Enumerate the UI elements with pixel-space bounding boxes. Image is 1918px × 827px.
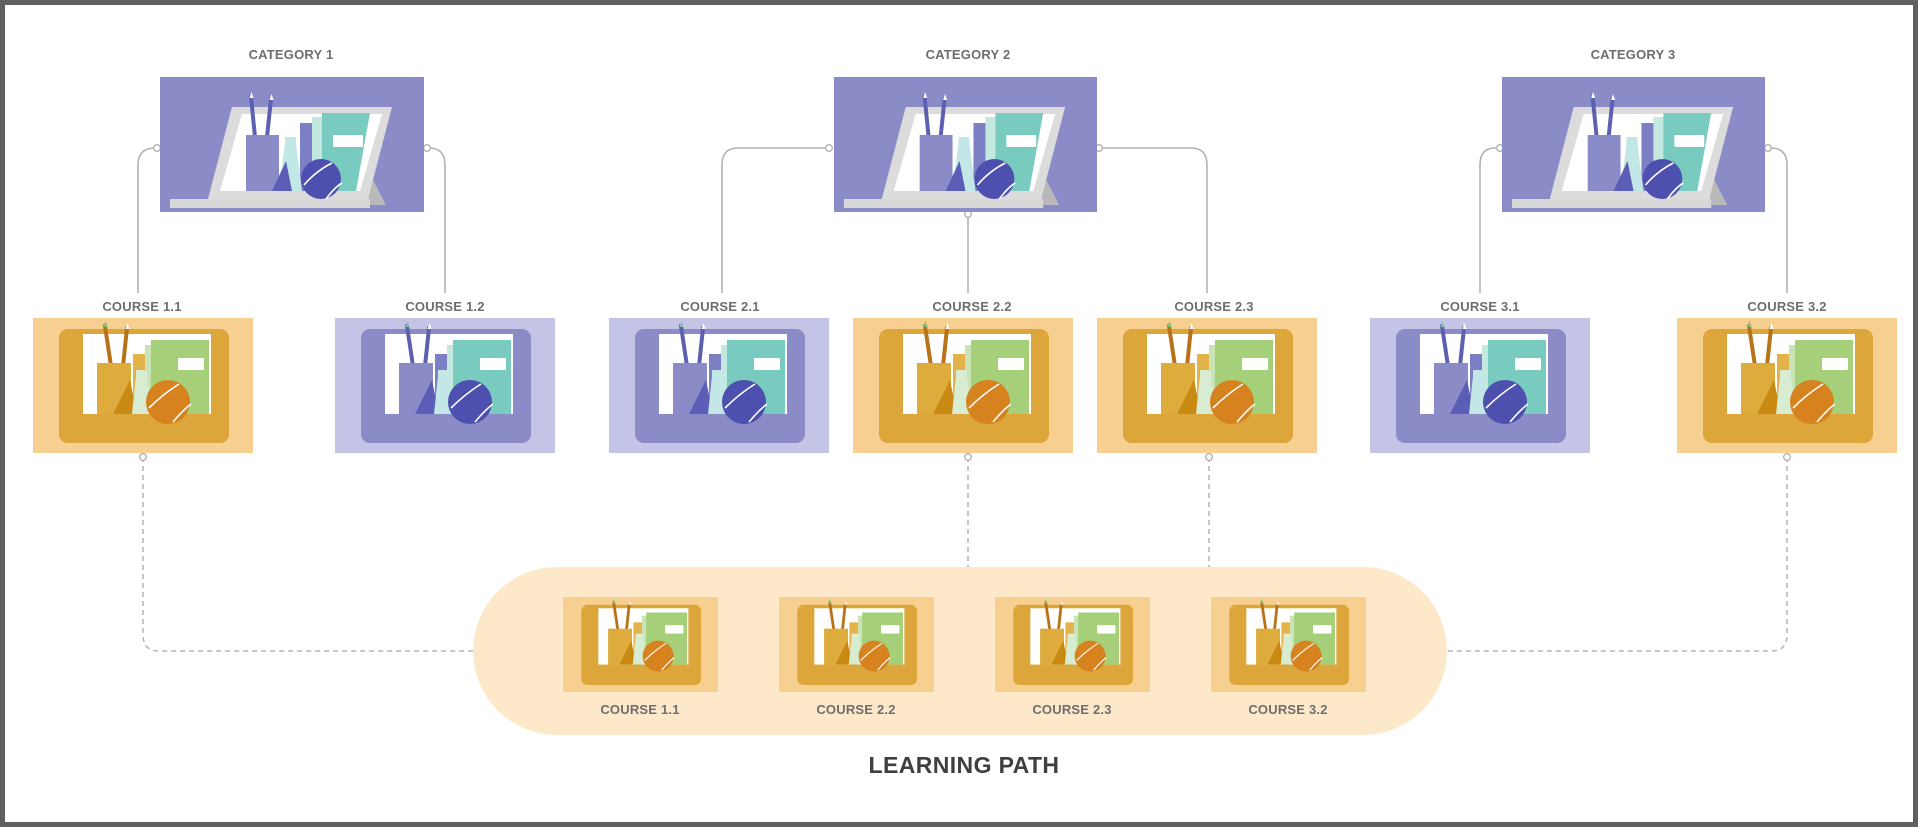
school-supplies-icon (609, 318, 829, 453)
school-supplies-icon (779, 597, 934, 692)
connector-cat2-c23 (1096, 147, 1208, 293)
laptop-with-school-supplies-icon (1502, 77, 1765, 212)
course-2-3-tile[interactable] (1097, 318, 1317, 453)
category-2-label: CATEGORY 2 (925, 47, 1011, 62)
school-supplies-icon (853, 318, 1073, 453)
path-course-1-tile[interactable] (563, 597, 718, 692)
laptop-with-school-supplies-icon (160, 77, 424, 212)
school-supplies-icon (335, 318, 555, 453)
school-supplies-icon (1097, 318, 1317, 453)
path-course-4-tile[interactable] (1211, 597, 1366, 692)
path-course-2-tile[interactable] (779, 597, 934, 692)
course-3-1-label: COURSE 3.1 (1440, 299, 1520, 314)
category-1-tile[interactable] (160, 77, 424, 212)
school-supplies-icon (33, 318, 253, 453)
course-1-1-tile[interactable] (33, 318, 253, 453)
school-supplies-icon (995, 597, 1150, 692)
connector-cat2-c21 (721, 147, 831, 293)
category-3-label: CATEGORY 3 (1590, 47, 1676, 62)
school-supplies-icon (563, 597, 718, 692)
connector-cat1-c11 (137, 147, 160, 293)
school-supplies-icon (1370, 318, 1590, 453)
category-3-tile[interactable] (1502, 77, 1765, 212)
learning-path-title: LEARNING PATH (868, 752, 1060, 778)
laptop-with-school-supplies-icon (834, 77, 1097, 212)
path-link-c11 (142, 457, 473, 652)
path-course-2-label: COURSE 2.2 (816, 702, 896, 717)
course-2-2-label: COURSE 2.2 (932, 299, 1012, 314)
course-3-2-tile[interactable] (1677, 318, 1897, 453)
category-1-label: CATEGORY 1 (248, 47, 334, 62)
connector-cat1-c12 (424, 147, 446, 293)
course-1-1-label: COURSE 1.1 (102, 299, 182, 314)
course-2-1-label: COURSE 2.1 (680, 299, 760, 314)
path-course-3-label: COURSE 2.3 (1032, 702, 1112, 717)
connector-cat3-c31 (1479, 147, 1502, 293)
school-supplies-icon (1211, 597, 1366, 692)
path-course-4-label: COURSE 3.2 (1248, 702, 1328, 717)
course-3-1-tile[interactable] (1370, 318, 1590, 453)
course-2-2-tile[interactable] (853, 318, 1073, 453)
path-link-c32 (1447, 457, 1788, 652)
course-1-2-tile[interactable] (335, 318, 555, 453)
course-1-2-label: COURSE 1.2 (405, 299, 485, 314)
category-2-tile[interactable] (834, 77, 1097, 212)
path-course-1-label: COURSE 1.1 (600, 702, 680, 717)
school-supplies-icon (1677, 318, 1897, 453)
course-3-2-label: COURSE 3.2 (1747, 299, 1827, 314)
connector-cat3-c32 (1766, 147, 1788, 293)
path-course-3-tile[interactable] (995, 597, 1150, 692)
course-2-3-label: COURSE 2.3 (1174, 299, 1254, 314)
course-2-1-tile[interactable] (609, 318, 829, 453)
